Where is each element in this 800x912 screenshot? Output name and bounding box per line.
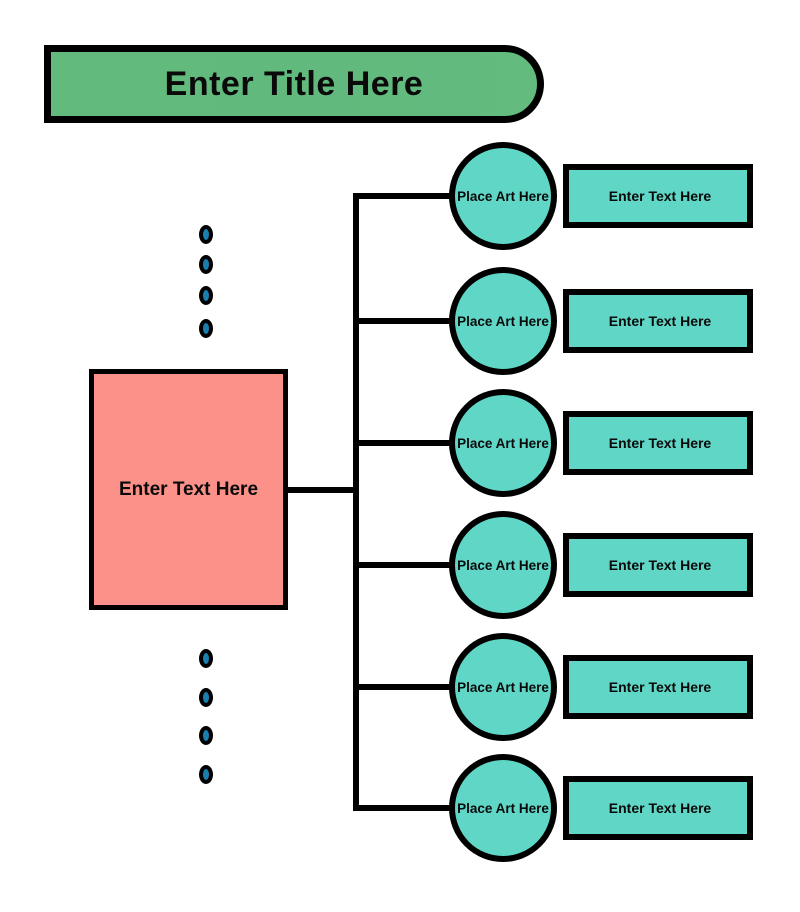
root-node-label: Enter Text Here bbox=[118, 478, 259, 500]
branch-art-label-5: Place Art Here bbox=[457, 679, 549, 695]
branch-text-box-4[interactable]: Enter Text Here bbox=[563, 533, 753, 597]
connector-branch-5 bbox=[353, 684, 463, 690]
connector-branch-3 bbox=[353, 440, 463, 446]
title-banner-label: Enter Title Here bbox=[164, 65, 424, 103]
branch-text-box-1[interactable]: Enter Text Here bbox=[563, 164, 753, 228]
branch-text-box-3[interactable]: Enter Text Here bbox=[563, 411, 753, 475]
decorative-dot-top-4 bbox=[199, 319, 213, 338]
branch-text-box-6[interactable]: Enter Text Here bbox=[563, 776, 753, 840]
connector-branch-6 bbox=[353, 805, 463, 811]
branch-text-label-5: Enter Text Here bbox=[608, 679, 712, 695]
branch-art-circle-6[interactable]: Place Art Here bbox=[449, 754, 557, 862]
branch-art-label-3: Place Art Here bbox=[457, 435, 549, 451]
branch-art-label-4: Place Art Here bbox=[457, 557, 549, 573]
decorative-dot-bottom-4 bbox=[199, 765, 213, 784]
branch-art-circle-4[interactable]: Place Art Here bbox=[449, 511, 557, 619]
decorative-dot-top-2 bbox=[199, 255, 213, 274]
decorative-dot-bottom-3 bbox=[199, 726, 213, 745]
connector-root-stem bbox=[288, 487, 359, 493]
connector-branch-4 bbox=[353, 562, 463, 568]
connector-branch-1 bbox=[353, 193, 463, 199]
branch-art-label-1: Place Art Here bbox=[457, 188, 549, 204]
branch-text-box-2[interactable]: Enter Text Here bbox=[563, 289, 753, 353]
branch-text-label-2: Enter Text Here bbox=[608, 313, 712, 329]
branch-art-label-6: Place Art Here bbox=[457, 800, 549, 816]
title-banner[interactable]: Enter Title Here bbox=[44, 45, 544, 123]
decorative-dot-bottom-2 bbox=[199, 688, 213, 707]
connector-branch-2 bbox=[353, 318, 463, 324]
branch-art-label-2: Place Art Here bbox=[457, 313, 549, 329]
decorative-dot-top-1 bbox=[199, 225, 213, 244]
root-node-box[interactable]: Enter Text Here bbox=[89, 369, 288, 610]
branch-text-label-3: Enter Text Here bbox=[608, 435, 712, 451]
connector-trunk bbox=[353, 193, 359, 811]
branch-art-circle-2[interactable]: Place Art Here bbox=[449, 267, 557, 375]
branch-art-circle-3[interactable]: Place Art Here bbox=[449, 389, 557, 497]
branch-text-label-6: Enter Text Here bbox=[608, 800, 712, 816]
decorative-dot-bottom-1 bbox=[199, 649, 213, 668]
branch-text-label-1: Enter Text Here bbox=[608, 188, 712, 204]
branch-art-circle-1[interactable]: Place Art Here bbox=[449, 142, 557, 250]
decorative-dot-top-3 bbox=[199, 286, 213, 305]
branch-text-label-4: Enter Text Here bbox=[608, 557, 712, 573]
branch-art-circle-5[interactable]: Place Art Here bbox=[449, 633, 557, 741]
branch-text-box-5[interactable]: Enter Text Here bbox=[563, 655, 753, 719]
